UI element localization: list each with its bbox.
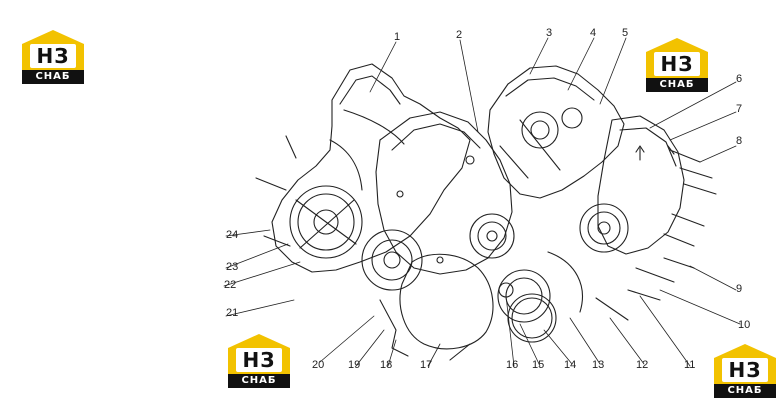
bolt [255,177,287,191]
callout-15: 15 [532,359,544,371]
logo-mark: НЗ [30,44,76,68]
callout-24: 24 [226,229,238,241]
callout-17: 17 [420,359,432,371]
oil-seal-ring [507,293,557,343]
callout-7: 7 [736,103,742,115]
rear-housing-outline [271,63,471,273]
callout-2: 2 [456,29,462,41]
logo-mark: НЗ [236,348,282,372]
callout-3: 3 [546,27,552,39]
bolt [263,235,291,247]
callout-6: 6 [736,73,742,85]
callout-20: 20 [312,359,324,371]
callout-14: 14 [564,359,576,371]
lower-cover-outline [399,253,494,350]
logo-caption: СНАБ [22,70,84,84]
right-cover-outline [597,115,685,255]
callout-11: 11 [684,359,695,371]
callout-22: 22 [224,279,236,291]
callout-16: 16 [506,359,518,371]
bolt [663,233,695,247]
bolt [635,267,675,283]
callout-19: 19 [348,359,360,371]
callout-23: 23 [226,261,238,273]
brand-logo: НЗ СНАБ [228,334,290,390]
callout-9: 9 [736,283,742,295]
callout-13: 13 [592,359,604,371]
logo-caption: СНАБ [714,384,776,398]
logo-mark: НЗ [722,358,768,382]
bolt [679,167,713,179]
callout-18: 18 [380,359,392,371]
bolt [449,343,471,361]
logo-mark: НЗ [654,52,700,76]
left-gear [289,185,363,259]
logo-caption: СНАБ [228,374,290,388]
bolt [683,183,717,195]
front-seal-housing [497,269,551,323]
logo-caption: СНАБ [646,78,708,92]
callout-labels: 1 2 3 4 5 6 7 8 9 10 11 12 13 14 15 16 1… [224,27,750,371]
bolt [627,289,661,301]
callout-1: 1 [394,31,400,43]
brand-logo: НЗ СНАБ [22,30,84,86]
timing-cover-outline [375,111,513,275]
bolt [595,297,629,321]
tensioner-pulley [579,203,629,253]
callout-21: 21 [226,307,238,319]
bolt [667,145,701,163]
lower-left-gear [361,229,423,291]
callout-12: 12 [636,359,648,371]
upper-housing-outline [487,65,625,199]
callout-5: 5 [622,27,628,39]
brand-logo: НЗ СНАБ [714,344,776,400]
callout-10: 10 [738,319,750,331]
brand-logo: НЗ СНАБ [646,38,708,94]
bolt [671,213,705,227]
crankshaft-pulley [469,213,515,259]
callout-8: 8 [736,135,742,147]
bolt [285,135,297,159]
bolt [663,257,695,269]
callout-4: 4 [590,27,596,39]
